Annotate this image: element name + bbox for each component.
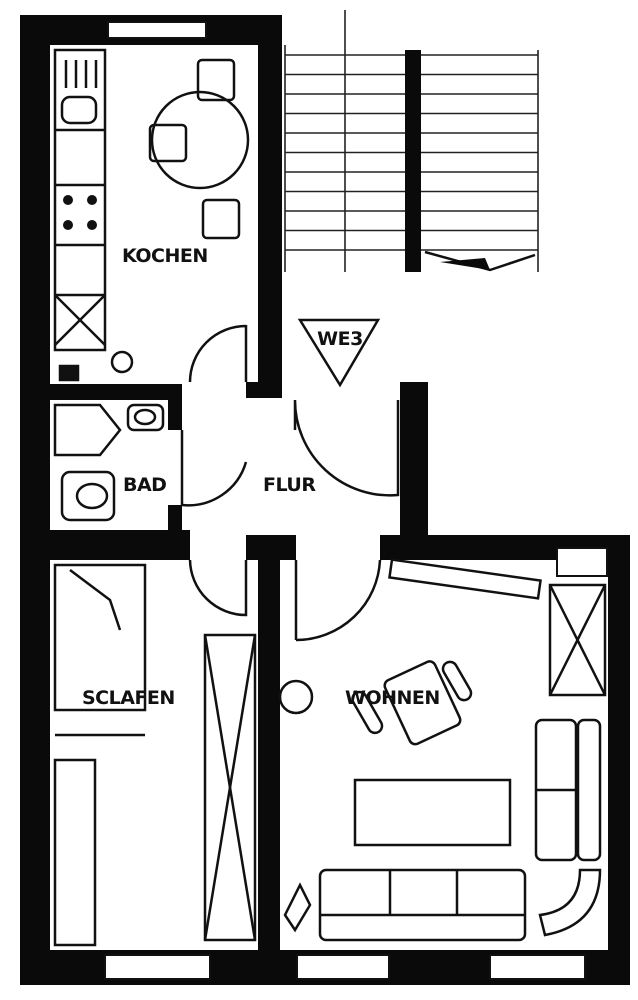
room-label-kitchen: KOCHEN (122, 245, 208, 267)
room-label-bathroom: BAD (123, 474, 166, 496)
windows (104, 21, 608, 980)
doors (180, 324, 400, 642)
room-label-bedroom: SCLAFEN (82, 687, 175, 709)
room-label-hallway: FLUR (263, 474, 316, 496)
bathroom-fixtures (53, 403, 165, 522)
kitchen-furniture (53, 48, 250, 382)
entrance-marker: WE3 (297, 318, 381, 388)
stove-burners (63, 195, 97, 230)
staircase (284, 10, 539, 272)
living-furniture (278, 558, 607, 942)
room-label-living: WOHNEN (345, 687, 440, 709)
bedroom-furniture (53, 563, 257, 947)
entrance-marker-label: WE3 (317, 328, 363, 350)
